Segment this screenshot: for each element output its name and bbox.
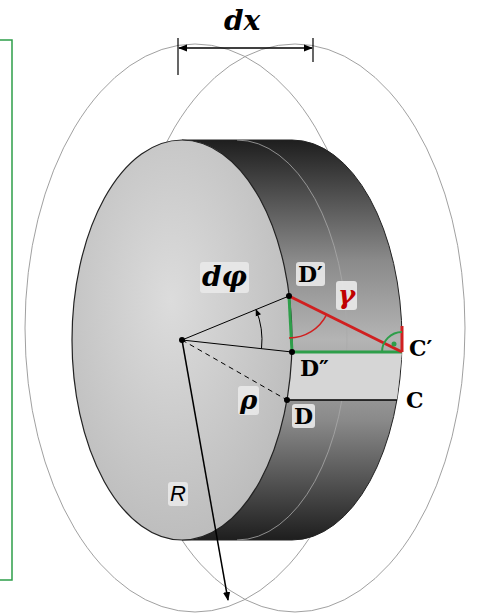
radius-label: R — [168, 482, 188, 506]
point-dot — [286, 293, 292, 299]
gamma-arc — [289, 315, 327, 338]
point-label: C′ — [407, 336, 434, 360]
right-angle-arc — [382, 332, 402, 352]
dimension-arrow — [179, 47, 312, 49]
point-label: D — [292, 404, 315, 428]
dimension-label: dx — [222, 6, 262, 37]
angle-arc — [256, 310, 262, 349]
point-label: D″ — [298, 356, 331, 380]
angle-label: γ — [336, 281, 357, 310]
point-label: C — [404, 388, 426, 412]
line-dc — [287, 399, 397, 401]
dimension-tick — [177, 38, 178, 75]
radius-arrow — [182, 340, 228, 600]
point-dot — [289, 349, 295, 355]
point-dot — [284, 397, 290, 403]
angle-label: dφ — [200, 262, 249, 293]
strip — [287, 352, 402, 400]
green-segment — [289, 296, 292, 352]
red-tick — [401, 326, 404, 352]
right-angle-dot — [392, 342, 397, 347]
center-dot — [179, 337, 185, 343]
dimension-tick — [312, 38, 313, 62]
frame-edge — [0, 40, 12, 580]
green-segment — [292, 351, 402, 354]
point-label: D′ — [296, 262, 325, 286]
front-face — [72, 140, 292, 540]
radius-line — [182, 296, 289, 340]
radius-dashed — [182, 340, 287, 400]
radius-line — [182, 340, 292, 352]
radius-label: ρ — [238, 386, 259, 415]
